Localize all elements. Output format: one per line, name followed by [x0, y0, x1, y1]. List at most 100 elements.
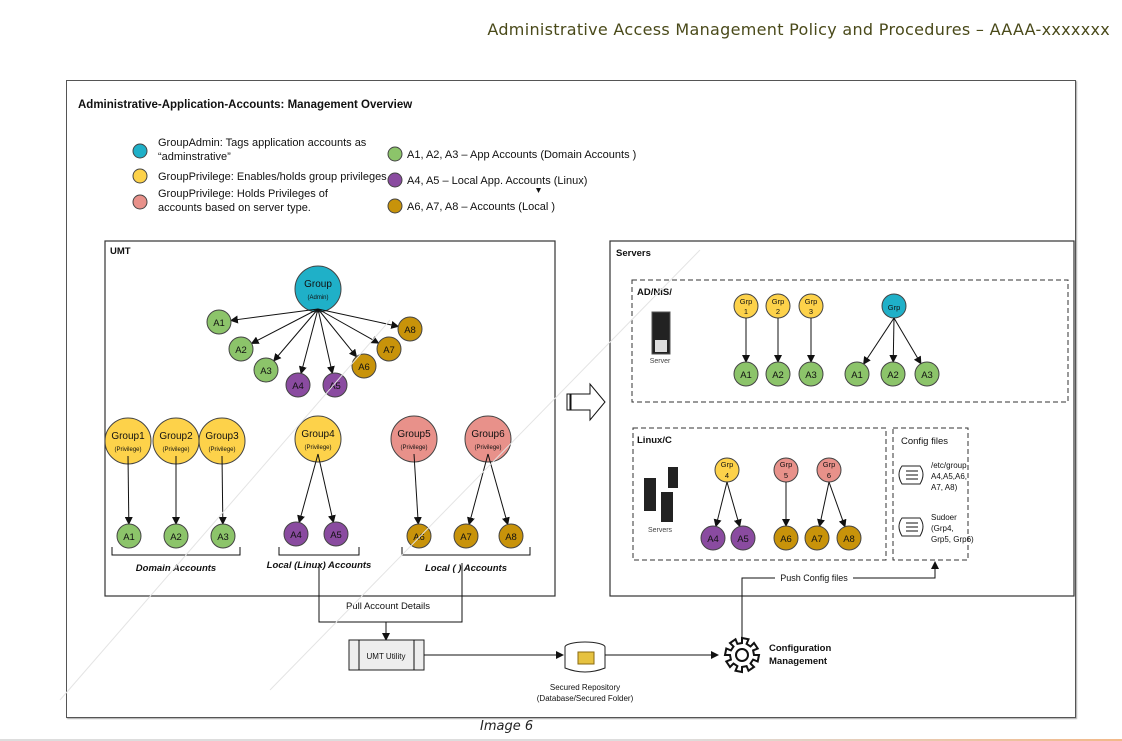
admin-edge	[229, 308, 319, 324]
privilege-group-node-4-sublabel: (Privilege)	[304, 445, 331, 451]
legend-text: GroupPrivilege: Holds Privileges of	[158, 188, 329, 200]
servers-icon	[644, 478, 656, 511]
document-header: Administrative Access Management Policy …	[487, 20, 1110, 39]
linux-account-4	[804, 525, 830, 551]
account-node-a3	[210, 523, 236, 549]
account-node-a2-label: A2	[235, 345, 247, 356]
linux-account-4-label: A7	[811, 534, 823, 545]
config-file-text: (Grp4,	[931, 524, 954, 533]
privilege-group-node-6-sublabel: (Privilege)	[474, 445, 501, 451]
footer-rule	[0, 739, 1122, 741]
privilege-group-node-3-label: Group3	[205, 431, 239, 442]
linux-grp-num: 6	[827, 471, 831, 480]
push-config-files-label: Push Config files	[780, 573, 848, 583]
ad-grp-label: Grp	[805, 297, 818, 306]
linux-account-3-label: A6	[780, 534, 792, 545]
account-node-a6	[351, 353, 377, 379]
linux-account-5	[836, 525, 862, 551]
linux-grp-num: 4	[725, 471, 729, 480]
privilege-edge	[487, 453, 510, 526]
admin-edge	[317, 308, 335, 375]
admin-group-node	[294, 265, 342, 313]
gear-icon-hub	[735, 648, 749, 662]
watermark-line	[59, 319, 391, 701]
admin-group-node-sublabel: (Admin)	[307, 295, 328, 301]
umt-label: UMT	[110, 246, 131, 257]
config-file-text: /etc/group	[931, 461, 967, 470]
legend-swatch-linux	[387, 172, 403, 188]
privilege-group-node-4	[294, 415, 342, 463]
account-node-a4-label: A4	[290, 530, 302, 541]
account-node-a4	[283, 521, 309, 547]
diagram-frame	[66, 80, 1076, 718]
bracket-linux	[278, 547, 360, 556]
legend-text: A6, A7, A8 – Accounts (Local )	[407, 201, 555, 213]
legend-text: “adminstrative”	[158, 151, 231, 163]
admin-edge	[317, 308, 380, 344]
folder-icon	[577, 651, 595, 665]
bracket-domain	[111, 547, 241, 556]
linux-box-label: Linux/C	[637, 435, 672, 446]
account-node-a8-label: A8	[404, 325, 416, 336]
umt-utility-box	[348, 639, 425, 671]
privilege-edge	[413, 453, 422, 526]
linux-edge	[817, 481, 830, 528]
privilege-group-node-5-sublabel: (Privilege)	[400, 445, 427, 451]
linux-account-2-label: A5	[737, 534, 749, 545]
account-node-a4-label: A4	[292, 381, 304, 392]
privilege-group-node-6	[464, 415, 512, 463]
ad-account-1-label: A1	[740, 370, 752, 381]
legend-swatch-domain	[387, 146, 403, 162]
account-node-a1-label: A1	[123, 532, 135, 543]
ad-box-label: AD/NIS/	[637, 287, 672, 298]
legend-text: GroupAdmin: Tags application accounts as	[158, 137, 367, 149]
repository-label: Secured Repository	[550, 683, 620, 692]
legend-text: A1, A2, A3 – App Accounts (Domain Accoun…	[407, 149, 636, 161]
privilege-group-node-2-label: Group2	[159, 431, 193, 442]
linux-grp-num: 5	[784, 471, 788, 480]
server-icon-panel	[655, 340, 667, 352]
privilege-edge	[297, 453, 319, 524]
linux-box	[632, 427, 887, 561]
account-node-a2-label: A2	[170, 532, 182, 543]
ad-grp-num: 3	[809, 307, 813, 316]
account-node-a3-label: A3	[217, 532, 229, 543]
account-node-a6	[406, 523, 432, 549]
ad-admin-account-3	[914, 361, 940, 387]
linux-edge	[726, 481, 742, 528]
linux-account-1	[700, 525, 726, 551]
linux-edge	[713, 481, 728, 528]
umt-utility-label: UMT Utility	[367, 652, 406, 661]
privilege-edge	[317, 453, 336, 524]
configuration-management-label: Configuration	[769, 643, 831, 654]
privilege-edge	[467, 453, 489, 526]
ad-admin-edge	[863, 317, 895, 365]
account-node-a3	[253, 357, 279, 383]
privilege-group-node-1-sublabel: (Privilege)	[114, 447, 141, 453]
legend-text: A4, A5 – Local App. Accounts (Linux)	[407, 175, 587, 187]
linux-grp-label: Grp	[823, 460, 836, 469]
account-node-a8-label: A8	[505, 532, 517, 543]
account-node-a2	[228, 336, 254, 362]
ad-grp-num: 1	[744, 307, 748, 316]
bracket-local	[401, 547, 531, 556]
privilege-group-node-6-label: Group6	[471, 429, 505, 440]
ad-admin-account-2	[880, 361, 906, 387]
configuration-management-label: Management	[769, 656, 828, 667]
ad-box	[631, 279, 1069, 403]
pull-account-details-label: Pull Account Details	[346, 601, 430, 612]
privilege-group-node-5-label: Group5	[397, 429, 431, 440]
legend-text: GroupPrivilege: Enables/holds group priv…	[158, 171, 387, 183]
admin-edge	[317, 308, 358, 358]
config-files-box	[892, 427, 969, 561]
servers-icon	[661, 492, 673, 522]
admin-edge	[298, 308, 319, 375]
legend-swatch-privilege	[132, 168, 148, 184]
figure-caption: Image 6	[480, 719, 534, 734]
privilege-edge	[124, 455, 133, 526]
account-node-a7	[453, 523, 479, 549]
push-connector	[741, 577, 775, 637]
account-node-a7-label: A7	[460, 532, 472, 543]
repository-sublabel: (Database/Secured Folder)	[537, 694, 634, 703]
